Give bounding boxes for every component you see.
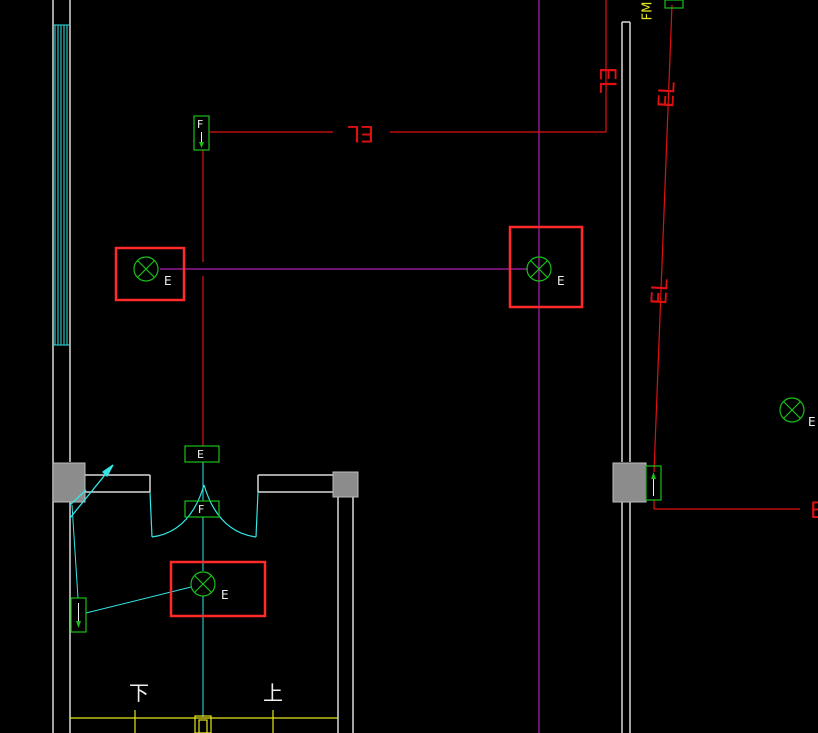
column-middle xyxy=(332,471,359,498)
el-vertical-top: EL xyxy=(594,67,619,94)
highlight-boxes xyxy=(114,225,584,618)
f-box-door[interactable] xyxy=(184,500,220,518)
red-wiring xyxy=(202,0,800,510)
switch-box-left[interactable] xyxy=(70,597,87,633)
column-right xyxy=(612,462,647,503)
cyan-wiring xyxy=(71,462,204,717)
f-box-top[interactable] xyxy=(193,115,210,151)
highlight-fixture-2 xyxy=(508,225,584,309)
switch-box-right[interactable] xyxy=(645,465,662,501)
fm-tag: FM xyxy=(641,2,656,21)
fixture-1-label: E xyxy=(164,274,172,288)
fixture-3-label: E xyxy=(221,588,229,602)
light-fixture-2[interactable] xyxy=(526,256,552,282)
highlight-fixture-3 xyxy=(169,560,267,618)
light-fixture-3[interactable] xyxy=(190,571,216,597)
stair-up-label: 上 xyxy=(263,681,283,705)
column-left xyxy=(52,462,86,503)
fm-box[interactable] xyxy=(664,0,684,9)
e-box-middle-label: E xyxy=(197,448,204,461)
f-box-door-label: F xyxy=(198,503,204,516)
left-wall xyxy=(52,0,71,733)
e-right-edge: E xyxy=(810,499,818,524)
right-wall xyxy=(621,21,631,733)
stair-lines xyxy=(70,710,338,733)
stair-down-label: 下 xyxy=(129,681,149,705)
highlight-fixture-1 xyxy=(114,246,186,302)
el-right-upper: EL xyxy=(654,81,680,109)
el-right-middle: EL xyxy=(647,278,673,306)
e-box-middle[interactable] xyxy=(184,445,220,463)
double-door-swing xyxy=(149,484,259,538)
el-top-dimension: EL xyxy=(347,120,374,145)
fixture-2-label: E xyxy=(557,274,565,288)
window-panel xyxy=(53,24,70,346)
magenta-conduit xyxy=(160,0,540,733)
cyan-break-marker xyxy=(69,464,114,519)
fixture-right-label: E xyxy=(808,415,816,429)
f-box-top-label: F xyxy=(197,118,203,131)
light-fixture-1[interactable] xyxy=(133,256,159,282)
light-fixture-right[interactable] xyxy=(779,397,805,423)
room-walls xyxy=(85,474,354,733)
